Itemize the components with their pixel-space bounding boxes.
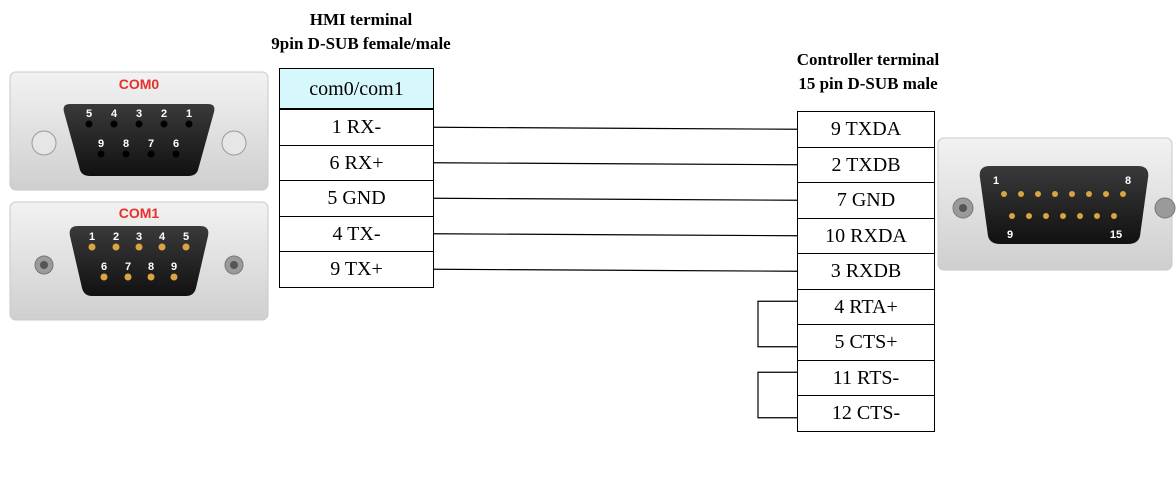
jumper-line (757, 300, 797, 348)
controller-pin-cell: 5 CTS+ (797, 324, 935, 361)
connector-pin-number: 1 (89, 231, 95, 243)
controller-title-line2: 15 pin D-SUB male (798, 74, 938, 93)
controller-title-line1: Controller terminal (796, 50, 940, 69)
connector-pin (170, 273, 178, 281)
com0-connector-image: COM0 5 4 3 2 1 9 8 7 6 (9, 71, 269, 191)
connector-pin-number: 5 (86, 108, 92, 120)
connector-pin (1035, 191, 1041, 197)
connector-pin (88, 243, 96, 251)
hmi-pin-cell: 9 TX+ (279, 251, 434, 288)
connector-pin (112, 243, 120, 251)
connector-pin-number: 6 (101, 261, 107, 273)
db15-label-15: 15 (1110, 229, 1122, 241)
connector-pin-number: 3 (136, 108, 142, 120)
connector-pin (135, 120, 143, 128)
connector-pin (1001, 191, 1007, 197)
connector-pin (1077, 213, 1083, 219)
com1-label: COM1 (119, 205, 160, 221)
connector-pin (1018, 191, 1024, 197)
controller-pin-cell: 10 RXDA (797, 217, 935, 255)
connector-pin-number: 5 (183, 231, 189, 243)
db15-label-8: 8 (1125, 175, 1131, 187)
connector-pin (158, 243, 166, 251)
connector-pin (135, 243, 143, 251)
connector-pin (97, 150, 105, 158)
hmi-pin-cell: 6 RX+ (279, 144, 434, 182)
connector-pin (85, 120, 93, 128)
controller-pin-cell: 7 GND (797, 182, 935, 219)
connector-pin (147, 273, 155, 281)
com1-connector-image: COM1 1 2 3 4 5 6 7 8 9 (9, 201, 269, 321)
connector-pin-number: 2 (161, 108, 167, 120)
connector-pin (1043, 213, 1049, 219)
controller-pin-cell: 12 CTS- (797, 395, 935, 432)
connector-pin-number: 9 (98, 138, 104, 150)
connector-pin (172, 150, 180, 158)
controller-pin-cell: 2 TXDB (797, 146, 935, 184)
connector-pin (110, 120, 118, 128)
connector-pin (1103, 191, 1109, 197)
jumper-line (757, 371, 797, 419)
controller-pin-cell: 4 RTA+ (797, 288, 935, 326)
connector-pin-number: 7 (148, 138, 154, 150)
db15-label-1: 1 (993, 175, 999, 187)
connector-pin (182, 243, 190, 251)
controller-title: Controller terminal 15 pin D-SUB male (752, 48, 984, 96)
wire-line (433, 162, 798, 166)
hmi-title-line1: HMI terminal (309, 10, 413, 29)
connector-pin-number: 1 (186, 108, 192, 120)
controller-pin-cell: 11 RTS- (797, 359, 935, 397)
connector-pin (1026, 213, 1032, 219)
connector-pin (1009, 213, 1015, 219)
controller-connector-image: 1 8 9 15 (937, 137, 1176, 271)
jumper-lines (757, 300, 797, 419)
hmi-pin-cell: 1 RX- (279, 109, 434, 146)
connector-pin-number: 3 (136, 231, 142, 243)
hmi-title: HMI terminal 9pin D-SUB female/male (232, 8, 490, 56)
connector-pin-number: 8 (123, 138, 129, 150)
connector-pin-number: 4 (111, 108, 118, 120)
db15-label-9: 9 (1007, 229, 1013, 241)
connector-pin (124, 273, 132, 281)
connector-pin (1052, 191, 1058, 197)
wire-line (433, 197, 798, 201)
connector-pin-number: 2 (113, 231, 119, 243)
connector-pin (160, 120, 168, 128)
hmi-pin-cell: 5 GND (279, 180, 434, 217)
wire-line (433, 233, 798, 237)
hmi-title-line2: 9pin D-SUB female/male (271, 34, 451, 53)
connector-pin-number: 4 (159, 231, 166, 243)
connector-pin (147, 150, 155, 158)
connector-pin (1060, 213, 1066, 219)
connector-pin (122, 150, 130, 158)
connector-pin (1120, 191, 1126, 197)
connector-pin (1069, 191, 1075, 197)
controller-pin-cell: 3 RXDB (797, 253, 935, 290)
hmi-header-cell: com0/com1 (279, 68, 434, 109)
connector-pin-number: 8 (148, 261, 154, 273)
connector-pin-number: 7 (125, 261, 131, 273)
com0-label: COM0 (119, 76, 160, 92)
connector-pin (100, 273, 108, 281)
hmi-pin-cell: 4 TX- (279, 215, 434, 253)
controller-pin-cell: 9 TXDA (797, 111, 935, 148)
connector-pin (185, 120, 193, 128)
connector-pin (1094, 213, 1100, 219)
wire-line (433, 126, 798, 130)
connector-pin-number: 9 (171, 261, 177, 273)
connector-pin-number: 6 (173, 138, 179, 150)
wire-line (433, 268, 798, 272)
connector-pin (1086, 191, 1092, 197)
wire-lines (433, 126, 798, 272)
connector-pin (1111, 213, 1117, 219)
